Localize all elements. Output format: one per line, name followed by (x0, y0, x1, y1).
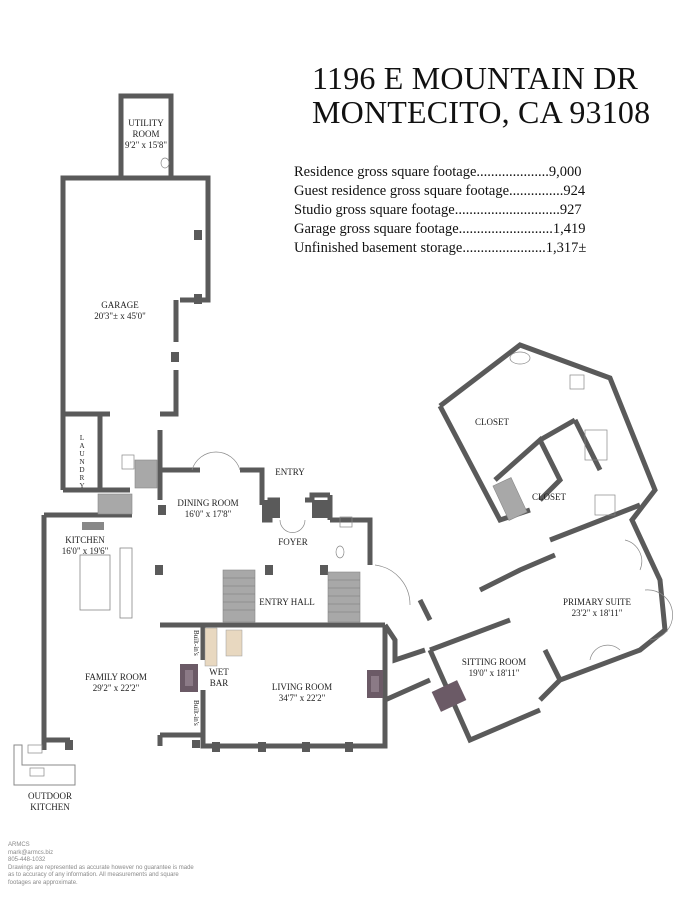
footer-credits: ARMCS mark@armcs.biz 805-448-1032 Drawin… (8, 842, 194, 887)
label-utility-room: UTILITY ROOM 9'2" x 15'8" (124, 118, 168, 150)
footer-disclaimer-3: footages are approximate. (8, 879, 78, 886)
label-garage: GARAGE 20'3"± x 45'0" (94, 300, 146, 321)
label-entry: ENTRY (275, 467, 305, 477)
address-line-2: MONTECITO, CA 93108 (312, 94, 651, 130)
label-laundry: LAUNDRY (78, 434, 86, 490)
sitting-room-walls (427, 648, 541, 744)
label-foyer: FOYER (278, 537, 308, 547)
label-closet-2: CLOSET (531, 492, 567, 502)
kitchen-island (79, 554, 111, 611)
address-line-1: 1196 E MOUNTAIN DR (312, 60, 639, 96)
footer-disclaimer-2: as to accuracy of any information. All m… (8, 872, 179, 878)
footer-phone: 805-448-1032 (8, 857, 46, 863)
footer-company: ARMCS (8, 842, 30, 848)
stat-studio: Studio gross square footage.............… (294, 202, 582, 218)
label-builtins-top: Built-in's (192, 630, 200, 656)
label-builtins-bottom: Built-in's (192, 700, 200, 726)
stat-residence: Residence gross square footage..........… (294, 164, 582, 180)
outdoor-kitchen-counter (13, 744, 76, 786)
label-dining-room: DINING ROOM 16'0" x 17'8" (177, 498, 239, 519)
stairs (97, 459, 528, 623)
label-kitchen: KITCHEN 16'0" x 19'6" (61, 535, 109, 556)
utility-room-walls (118, 93, 174, 176)
primary-suite-walls (438, 342, 668, 702)
label-primary-suite: PRIMARY SUITE 23'2" x 18'11" (563, 597, 631, 618)
label-living-room: LIVING ROOM 34'7" x 22'2" (271, 682, 333, 703)
stat-basement: Unfinished basement storage.............… (294, 240, 587, 256)
label-outdoor-kitchen: OUTDOOR KITCHEN (28, 791, 72, 812)
footer-email: mark@armcs.biz (8, 849, 54, 856)
columns (65, 230, 353, 752)
footer-disclaimer-1: Drawings are represented as accurate how… (8, 864, 194, 871)
bath-fixtures (121, 157, 616, 559)
stat-garage: Garage gross square footage.............… (294, 221, 586, 237)
label-closet-1: CLOSET (474, 417, 510, 427)
label-sitting-room: SITTING ROOM 19'0" x 18'11" (461, 657, 527, 678)
sitting-fireplace (431, 680, 467, 712)
label-wet-bar: WET BAR (209, 667, 229, 688)
label-family-room: FAMILY ROOM 29'2" x 22'2" (85, 672, 147, 693)
doors (191, 451, 673, 661)
wet-bar-counter (204, 627, 218, 667)
stat-guest-residence: Guest residence gross square footage....… (294, 183, 586, 199)
label-entry-hall: ENTRY HALL (259, 597, 315, 607)
